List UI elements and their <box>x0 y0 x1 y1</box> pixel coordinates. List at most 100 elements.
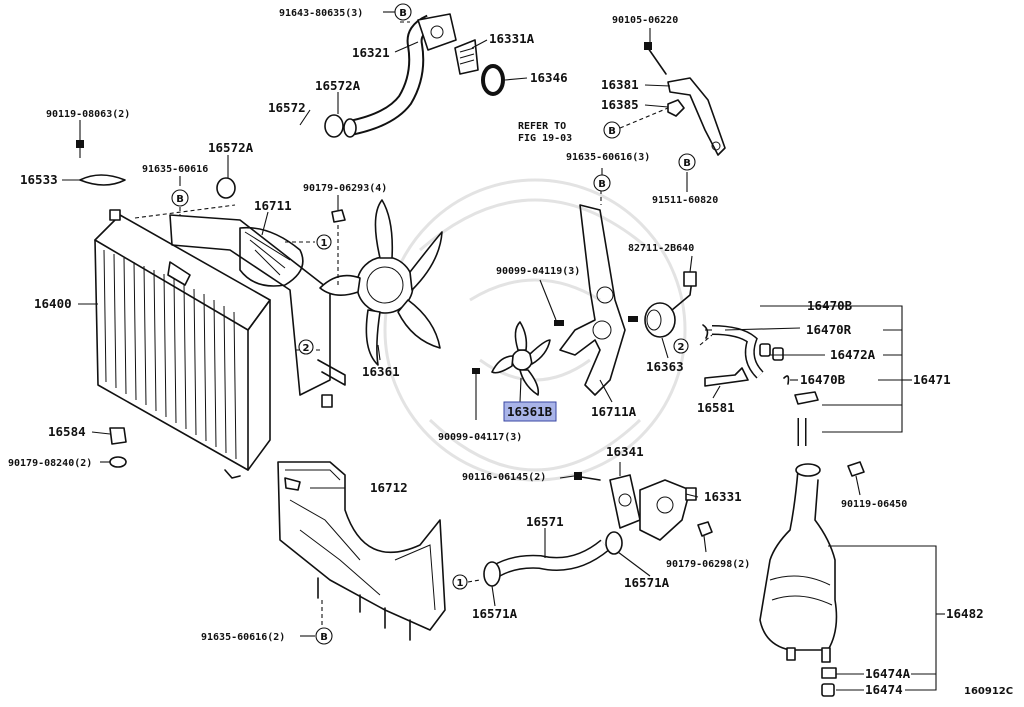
label-16470R: 16470R <box>806 322 852 337</box>
callout-b-1: B <box>394 3 412 21</box>
screw-90099-04119[interactable] <box>554 316 638 326</box>
label-refer-to: REFER TO <box>518 121 566 132</box>
hose-16470B-lower[interactable] <box>783 375 819 446</box>
svg-text:2: 2 <box>303 343 310 354</box>
part-labels: 91643-80635(3) 16321 16331A 16346 90105-… <box>8 8 1013 697</box>
hose-16470[interactable] <box>702 324 764 379</box>
stud-90116-06145[interactable] <box>574 472 601 481</box>
bolt-90119-06450[interactable] <box>847 461 865 496</box>
label-16712: 16712 <box>370 480 408 495</box>
label-16474: 16474 <box>865 682 903 697</box>
watermark-emblem <box>383 178 687 482</box>
diagram-id: 160912C <box>964 686 1013 697</box>
leader-lines <box>62 11 945 691</box>
bolt-90105-06220[interactable] <box>644 42 667 75</box>
cooling-fan-16361[interactable] <box>319 199 443 366</box>
gasket-16341[interactable] <box>609 474 641 529</box>
label-16474A: 16474A <box>865 666 911 681</box>
dashed-guides <box>134 21 713 630</box>
label-90119-06450: 90119-06450 <box>841 499 907 510</box>
gasket-16346[interactable] <box>481 64 505 96</box>
callout-b-3: B <box>678 153 696 171</box>
label-91635-60616-2: 91635-60616(2) <box>201 632 285 643</box>
nut-90179-06293[interactable] <box>331 209 346 223</box>
nut-16385[interactable] <box>667 99 685 117</box>
label-90119-08063: 90119-08063(2) <box>46 109 130 120</box>
svg-text:B: B <box>176 194 184 205</box>
svg-text:B: B <box>598 179 606 190</box>
callout-1-a: 1 <box>316 234 332 250</box>
clip-16533[interactable] <box>79 174 126 186</box>
outlet-pipe-16321[interactable] <box>343 13 457 138</box>
label-91643-80635: 91643-80635(3) <box>279 8 363 19</box>
water-inlet-16331[interactable] <box>639 479 697 541</box>
label-90105-06220: 90105-06220 <box>612 15 678 26</box>
label-16711A: 16711A <box>591 404 637 419</box>
svg-text:B: B <box>320 632 328 643</box>
label-16346: 16346 <box>530 70 568 85</box>
callout-b-2: B <box>603 121 621 139</box>
svg-text:2: 2 <box>678 342 685 353</box>
lower-hose-16571[interactable] <box>485 539 610 581</box>
cap-16474[interactable] <box>821 683 835 697</box>
label-16321: 16321 <box>352 45 390 60</box>
fan-shroud-lower-16712[interactable] <box>277 461 446 641</box>
highlight-16361B <box>503 401 557 422</box>
label-90179-06298: 90179-06298(2) <box>666 559 750 570</box>
fan-motor-16363[interactable] <box>644 271 697 338</box>
label-16571: 16571 <box>526 514 564 529</box>
label-91635-60616: 91635-60616 <box>142 164 208 175</box>
label-fig-19-03: FIG 19-03 <box>518 133 572 144</box>
clip-16472A[interactable] <box>759 343 784 361</box>
label-16572A-left: 16572A <box>208 140 254 155</box>
cap-16474A[interactable] <box>821 667 837 679</box>
bolt-90119-08063[interactable] <box>76 140 84 158</box>
callout-b-5: B <box>171 189 189 207</box>
label-16581: 16581 <box>697 400 735 415</box>
nut-90179-08240[interactable] <box>109 456 127 468</box>
thermostat-16331A[interactable] <box>454 39 479 75</box>
clamp-16571A[interactable] <box>483 531 623 587</box>
reservoir-16482[interactable] <box>759 463 838 663</box>
svg-text:B: B <box>683 158 691 169</box>
bolt-90179-06298[interactable] <box>697 521 713 537</box>
label-16361B: 16361B <box>507 404 553 419</box>
screw-90099-04117[interactable] <box>472 368 480 420</box>
label-82711-2B640: 82711-2B640 <box>628 243 694 254</box>
label-91511-60820: 91511-60820 <box>652 195 718 206</box>
label-16341: 16341 <box>606 444 644 459</box>
radiator-16400[interactable] <box>94 209 271 479</box>
label-90116-06145: 90116-06145(2) <box>462 472 546 483</box>
small-fan-16361B[interactable] <box>491 321 551 396</box>
svg-text:1: 1 <box>457 578 464 589</box>
label-91635-60616-3: 91635-60616(3) <box>566 152 650 163</box>
label-16571A-left: 16571A <box>472 606 518 621</box>
upper-hose-16572[interactable] <box>222 117 326 189</box>
label-16385: 16385 <box>601 97 639 112</box>
label-16331A: 16331A <box>489 31 535 46</box>
label-16584: 16584 <box>48 424 86 439</box>
label-16331: 16331 <box>704 489 742 504</box>
fan-bracket-16711A[interactable] <box>559 204 626 396</box>
callout-2-b: 2 <box>673 338 689 354</box>
label-16711: 16711 <box>254 198 292 213</box>
label-16470B-bottom: 16470B <box>800 372 846 387</box>
stay-16381[interactable] <box>667 77 726 156</box>
label-16361: 16361 <box>362 364 400 379</box>
label-90099-04119: 90099-04119(3) <box>496 266 580 277</box>
label-16472A: 16472A <box>830 347 876 362</box>
clamp-16572A-upper[interactable] <box>216 114 344 199</box>
label-90099-04117: 90099-04117(3) <box>438 432 522 443</box>
label-16572: 16572 <box>268 100 306 115</box>
label-90179-08240: 90179-08240(2) <box>8 458 92 469</box>
label-16471: 16471 <box>913 372 951 387</box>
fan-shroud-16711[interactable] <box>169 214 346 408</box>
plug-16584[interactable] <box>109 427 127 445</box>
svg-text:B: B <box>399 8 407 19</box>
label-16482: 16482 <box>946 606 984 621</box>
label-16572A-top: 16572A <box>315 78 361 93</box>
label-16400: 16400 <box>34 296 72 311</box>
bracket-16581[interactable] <box>704 367 749 387</box>
